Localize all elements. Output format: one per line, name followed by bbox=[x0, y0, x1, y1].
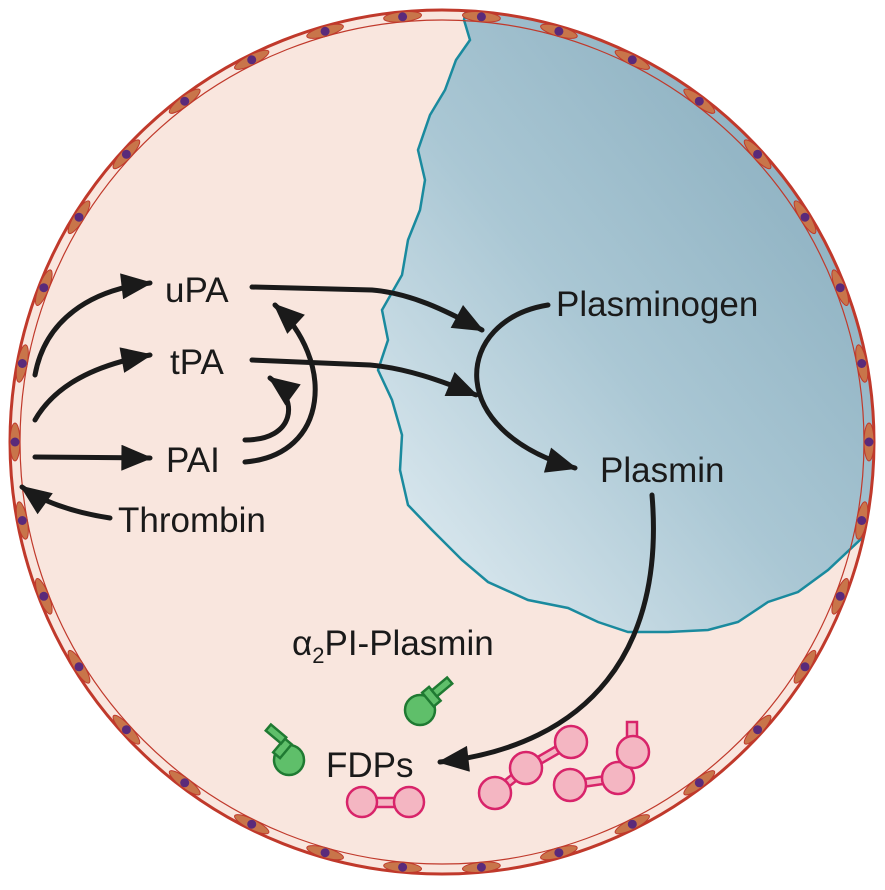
arrow-tpa-to-plasminogen bbox=[249, 357, 479, 398]
fdp-chain-middle-ball-1 bbox=[477, 775, 513, 811]
cell-nucleus bbox=[694, 778, 704, 788]
fdp-chain-middle-ball-3 bbox=[553, 724, 589, 760]
label-alpha2pi-plasmin: α2PI-Plasmin bbox=[292, 624, 494, 668]
cell-nucleus bbox=[864, 437, 874, 447]
fdp-chain-middle-ball-2 bbox=[508, 750, 544, 786]
cell-nucleus bbox=[121, 149, 131, 159]
cell-nucleus bbox=[554, 26, 564, 36]
fdp-chain-right-ball-3 bbox=[615, 734, 651, 770]
cell-nucleus bbox=[857, 516, 867, 525]
label-alpha-rest: PI-Plasmin bbox=[324, 624, 493, 663]
cell-nucleus bbox=[320, 848, 330, 858]
cell-nucleus bbox=[180, 778, 190, 788]
cell-nucleus bbox=[800, 662, 810, 672]
cell-nucleus bbox=[694, 96, 704, 106]
cell-nucleus bbox=[17, 359, 27, 368]
cell-nucleus bbox=[247, 819, 257, 829]
cell-nucleus bbox=[39, 283, 49, 293]
cell-nucleus bbox=[398, 12, 408, 22]
green-complex-lower-stem bbox=[271, 736, 294, 760]
cell-nucleus bbox=[476, 12, 486, 22]
fdp-dimer-left bbox=[345, 785, 426, 819]
cell-nucleus bbox=[180, 96, 190, 106]
label-alpha-subscript: 2 bbox=[312, 643, 324, 668]
green-complex-upper-cap bbox=[430, 675, 454, 699]
cell-nucleus bbox=[121, 725, 131, 735]
label-tpa: tPA bbox=[170, 343, 224, 382]
label-pai: PAI bbox=[166, 441, 220, 480]
green-complex-lower bbox=[264, 722, 306, 777]
fdp-dimer-left-ball-b bbox=[392, 785, 426, 819]
fdp-chain-right bbox=[552, 720, 651, 803]
endothelial-lining bbox=[8, 8, 876, 876]
arrow-pai-to-tpa bbox=[242, 375, 301, 443]
cell-nucleus bbox=[753, 725, 763, 735]
cell-nucleus bbox=[857, 359, 867, 368]
arrow-to-upa bbox=[32, 273, 153, 378]
label-fdps: FDPs bbox=[326, 746, 414, 785]
arrow-thrombin-to-wall bbox=[19, 484, 113, 521]
cell-nucleus bbox=[753, 149, 763, 159]
arrows bbox=[19, 273, 656, 772]
arrow-to-pai bbox=[32, 444, 153, 471]
fdp-chain-right-ball-2 bbox=[600, 760, 636, 796]
label-alpha-symbol: α bbox=[292, 624, 312, 663]
cell-nucleus bbox=[835, 591, 845, 601]
fibrin-degradation-products bbox=[345, 720, 651, 819]
cell-nucleus bbox=[320, 26, 330, 36]
label-thrombin: Thrombin bbox=[118, 501, 266, 540]
cell-nucleus bbox=[10, 437, 20, 447]
cell-nucleus bbox=[627, 819, 637, 829]
arrow-plasminogen-to-plasmin bbox=[474, 302, 578, 473]
alpha2pi-plasmin-complexes bbox=[264, 675, 454, 777]
green-complex-upper-head bbox=[403, 693, 437, 727]
cell-nucleus bbox=[398, 862, 408, 872]
cell-nucleus bbox=[17, 516, 27, 525]
fdp-chain-middle bbox=[477, 724, 589, 811]
arrow-pai-to-upa bbox=[242, 302, 318, 465]
cell-nucleus bbox=[800, 212, 810, 222]
cell-nucleus bbox=[835, 283, 845, 293]
cell-nucleus bbox=[39, 591, 49, 601]
cell-nucleus bbox=[247, 55, 257, 65]
green-complex-upper bbox=[403, 675, 454, 727]
cell-nucleus bbox=[554, 848, 564, 858]
cell-nucleus bbox=[627, 55, 637, 65]
cell-nucleus bbox=[74, 212, 84, 222]
arrow-to-tpa bbox=[32, 347, 153, 423]
label-plasmin: Plasmin bbox=[600, 451, 724, 490]
fdp-dimer-left-ball-a bbox=[345, 785, 379, 819]
label-plasminogen: Plasminogen bbox=[556, 285, 758, 324]
cell-nucleus bbox=[74, 662, 84, 672]
arrow-upa-to-plasminogen bbox=[249, 284, 485, 333]
fdp-chain-right-ball-1 bbox=[552, 767, 588, 803]
green-complex-lower-cap bbox=[264, 722, 288, 746]
cell-nucleus bbox=[476, 862, 486, 872]
label-upa: uPA bbox=[165, 271, 229, 310]
arrow-plasmin-to-fdps bbox=[437, 492, 656, 772]
